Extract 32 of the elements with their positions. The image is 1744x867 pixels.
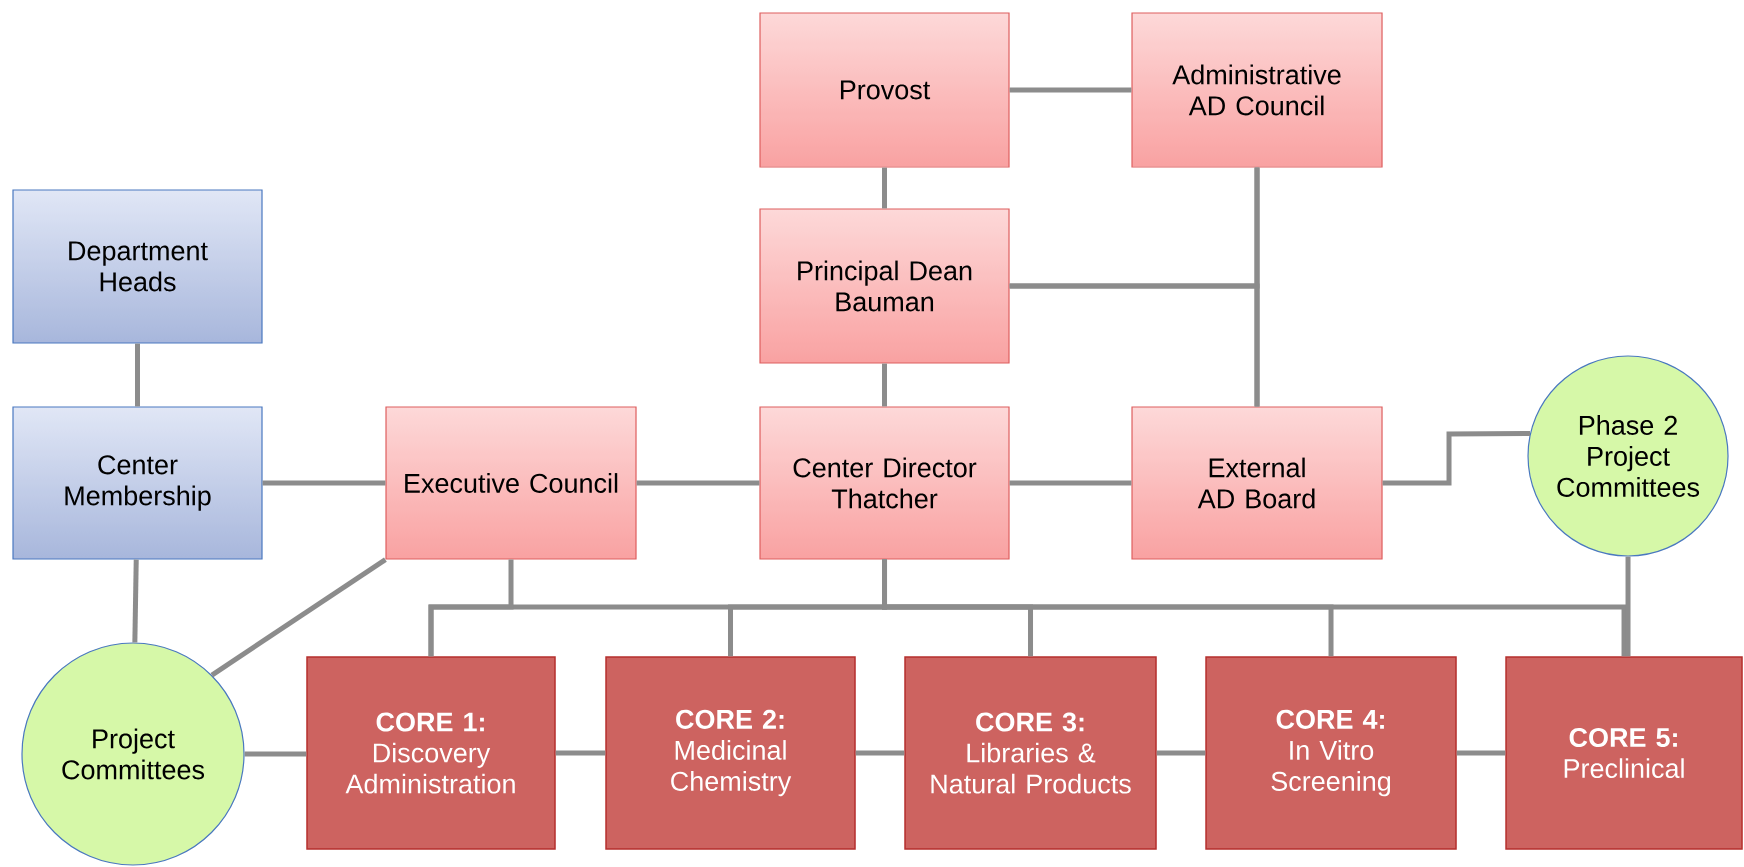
core-box: CORE 5: Preclinical xyxy=(1505,656,1743,850)
connector-line xyxy=(132,559,139,643)
connector-line xyxy=(1009,480,1132,486)
org-box: Provost xyxy=(759,12,1010,168)
core-box: CORE 2: Medicinal Chemistry xyxy=(605,656,856,850)
connector-line xyxy=(135,343,140,407)
org-box: Executive Council xyxy=(385,406,637,560)
org-box: Principal Dean Bauman xyxy=(759,208,1010,364)
connector-line xyxy=(1009,283,1260,407)
connector-line xyxy=(428,559,514,657)
connector-line xyxy=(1156,750,1206,756)
connector-line xyxy=(882,167,887,209)
connector-line xyxy=(882,363,887,407)
connector-line xyxy=(1009,87,1132,93)
org-box: Department Heads xyxy=(12,189,263,344)
core-box: CORE 4: In Vitro Screening xyxy=(1205,656,1457,850)
connector-line xyxy=(636,480,760,486)
connector-line xyxy=(1382,430,1530,486)
core-box: CORE 1: Discovery Administration xyxy=(306,656,556,850)
connector-line xyxy=(210,557,387,678)
connector-line xyxy=(882,559,1627,657)
org-box: External AD Board xyxy=(1131,406,1383,560)
connector-line xyxy=(855,750,905,756)
connector-line xyxy=(244,751,307,757)
org-box: Center Director Thatcher xyxy=(759,406,1010,560)
core-box: CORE 3: Libraries & Natural Products xyxy=(904,656,1157,850)
connector-line xyxy=(1456,750,1506,756)
org-box: Center Membership xyxy=(12,406,263,560)
org-box: Administrative AD Council xyxy=(1131,12,1383,168)
connector-line xyxy=(555,750,606,756)
connector-line xyxy=(262,480,386,486)
connector-line xyxy=(1625,556,1631,657)
